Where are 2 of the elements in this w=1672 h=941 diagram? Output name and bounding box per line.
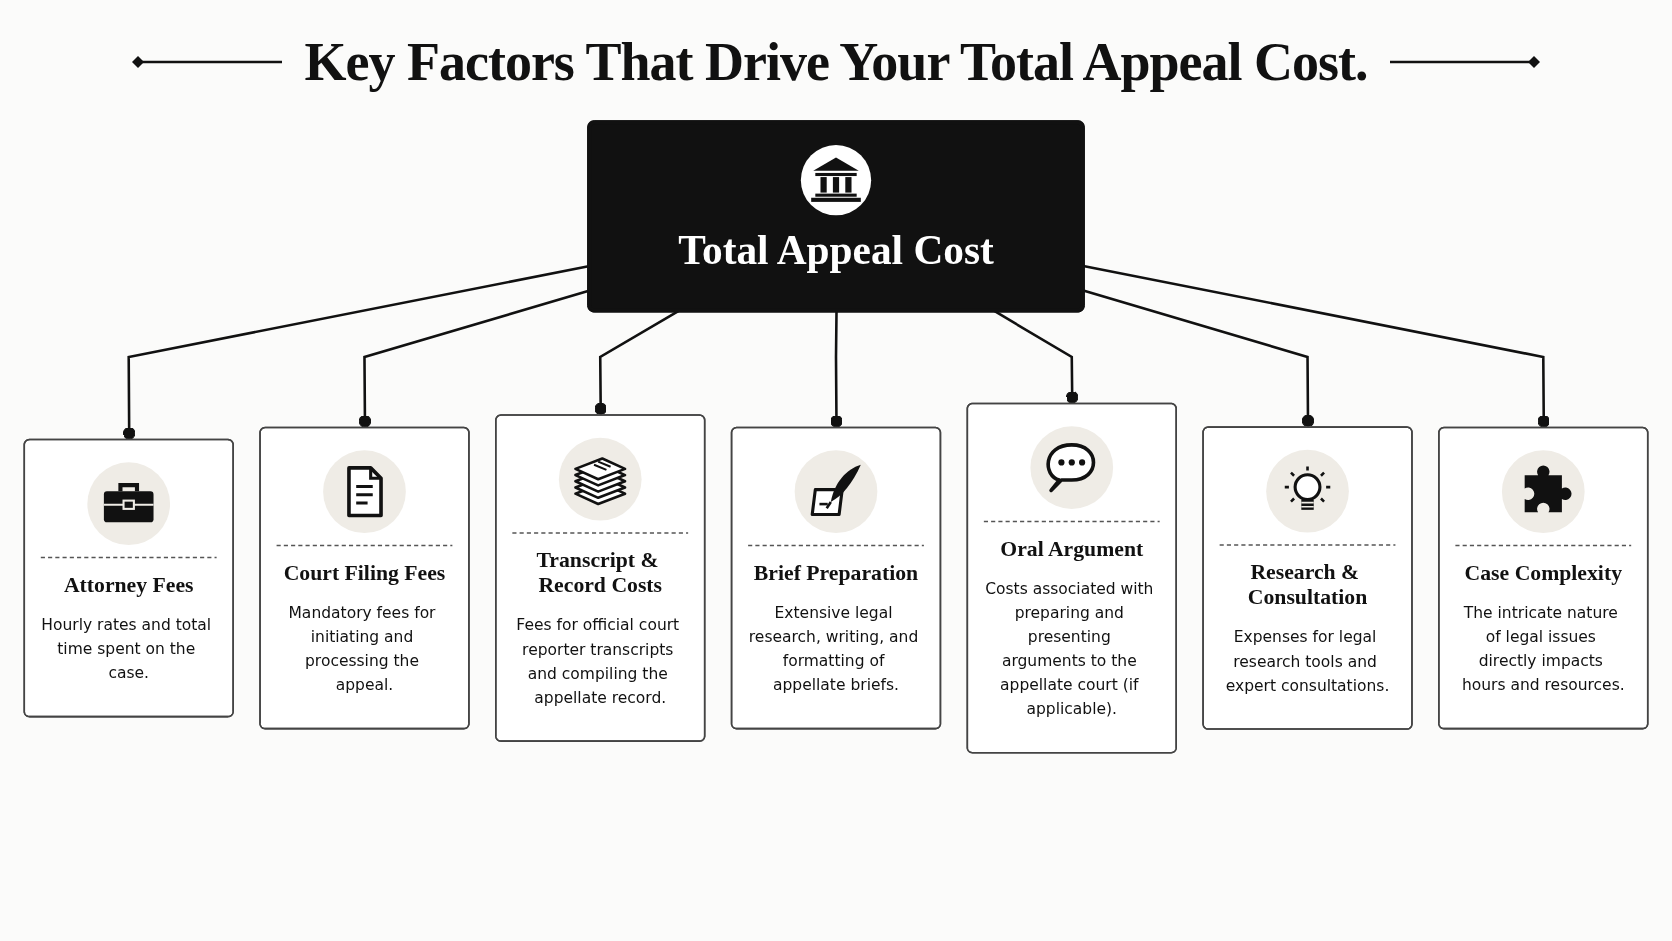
connector [1083,264,1550,429]
title: Key Factors That Drive Your Total Appeal Cost. [304,31,1368,93]
